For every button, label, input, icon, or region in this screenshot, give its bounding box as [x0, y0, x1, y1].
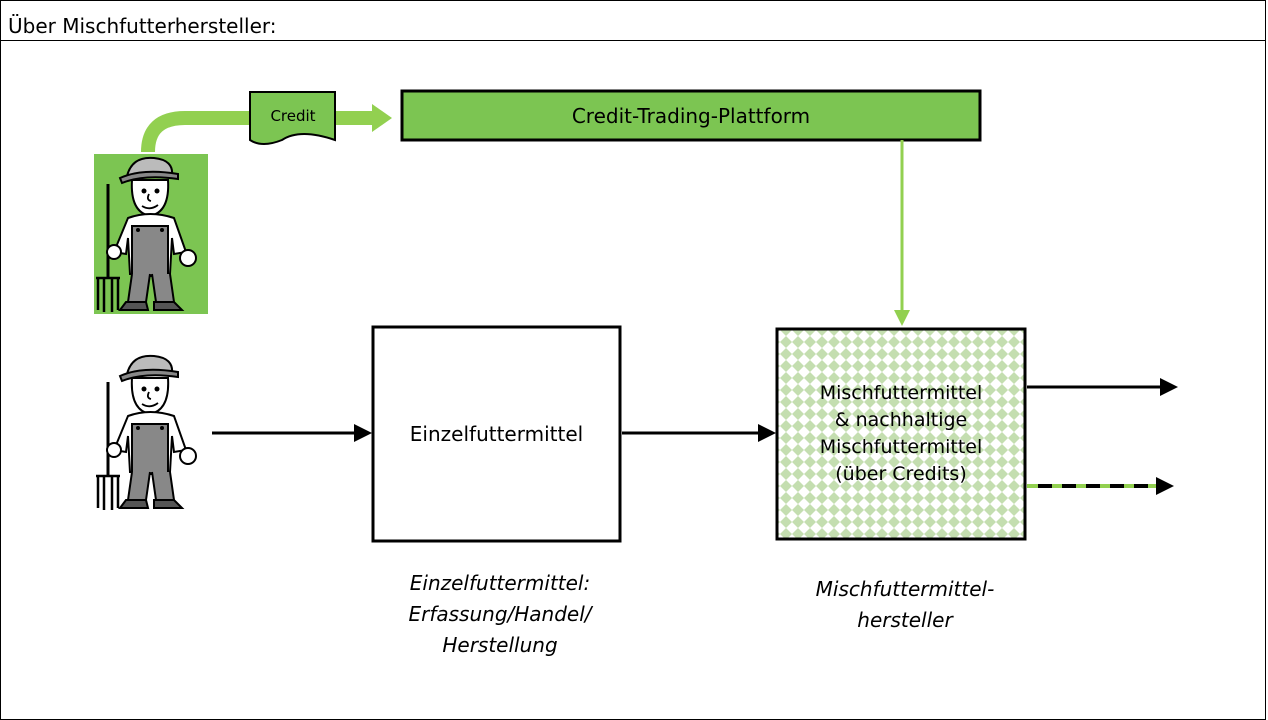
credit-output-arrowhead: [1156, 477, 1174, 495]
farmer-icon-2: [94, 354, 198, 512]
credit-label: Credit: [270, 107, 316, 125]
einzel-caption: Einzelfuttermittel: Erfassung/Handel/ He…: [360, 568, 640, 661]
misch-box: [775, 327, 1027, 541]
platform-label: Credit-Trading-Plattform: [571, 103, 811, 128]
credit-document: [249, 91, 336, 145]
credit-flow-line: [141, 111, 250, 153]
misch-line-1: Mischfuttermittel: [819, 382, 983, 404]
page-heading: Über Mischfutterhersteller:: [8, 14, 277, 38]
misch-line-3: Mischfuttermittel: [819, 436, 983, 458]
misch-line-4: (über Credits): [835, 463, 967, 485]
header-right-border: [1265, 0, 1266, 40]
misch-output-arrowhead: [1160, 378, 1178, 396]
misch-caption-line-2: hersteller: [857, 608, 953, 632]
farmer-to-einzel-arrowhead: [354, 424, 372, 442]
misch-line-2: & nachhaltige: [834, 409, 968, 431]
einzel-caption-line-3: Herstellung: [442, 633, 558, 657]
einzel-box: [371, 325, 622, 543]
credit-to-platform-arrowhead: [372, 104, 392, 132]
misch-label: Mischfuttermittel & nachhaltige Mischfut…: [777, 329, 1025, 539]
einzel-to-misch-arrowhead: [758, 424, 776, 442]
misch-caption: Mischfuttermittel- hersteller: [760, 574, 1050, 636]
einzel-caption-line-1: Einzelfuttermittel:: [409, 571, 591, 595]
misch-caption-line-1: Mischfuttermittel-: [815, 577, 995, 601]
header-divider: [0, 40, 1266, 41]
einzel-caption-line-2: Erfassung/Handel/: [408, 602, 592, 626]
einzel-label: Einzelfuttermittel: [409, 422, 584, 446]
platform-to-misch-arrowhead: [894, 310, 910, 326]
platform-box: [400, 89, 982, 142]
